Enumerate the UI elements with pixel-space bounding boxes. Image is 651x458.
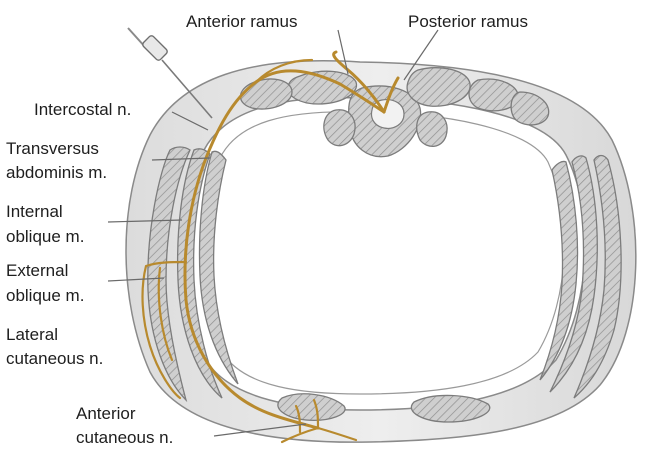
rectus-abdominis-right xyxy=(411,395,489,422)
label-internal-oblique-line2: oblique m. xyxy=(6,227,84,246)
label-intercostal-nerve: Intercostal n. xyxy=(34,100,131,119)
label-external-oblique-line2: oblique m. xyxy=(6,286,84,305)
label-external-oblique-line1: External xyxy=(6,261,68,280)
label-transversus-line2: abdominis m. xyxy=(6,163,107,182)
label-internal-oblique-line1: Internal xyxy=(6,202,63,221)
label-transversus-line1: Transversus xyxy=(6,139,99,158)
label-anterior-ramus: Anterior ramus xyxy=(186,12,297,31)
needle-icon xyxy=(128,28,212,118)
label-posterior-ramus: Posterior ramus xyxy=(408,12,528,31)
label-lateral-cutaneous-line1: Lateral xyxy=(6,325,58,344)
label-anterior-cutaneous-line2: cutaneous n. xyxy=(76,428,173,447)
label-anterior-cutaneous-line1: Anterior xyxy=(76,404,136,423)
psoas-right xyxy=(417,112,447,147)
label-lateral-cutaneous-line2: cutaneous n. xyxy=(6,349,103,368)
psoas-left xyxy=(324,110,355,146)
